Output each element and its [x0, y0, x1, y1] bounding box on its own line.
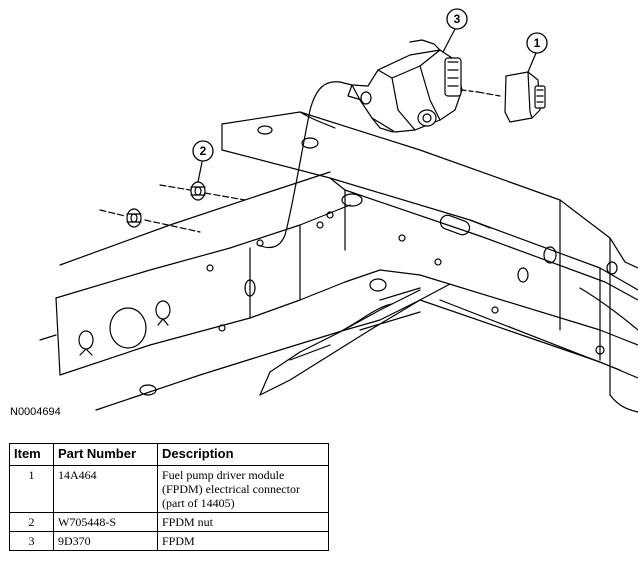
row-description: FPDM	[157, 531, 329, 551]
description-line: FPDM nut	[162, 515, 214, 529]
row-description: FPDM nut	[157, 512, 329, 532]
header-description: Description	[157, 443, 329, 466]
table-row: 2 W705448-S FPDM nut	[9, 512, 329, 532]
callout-1-label: 1	[534, 36, 541, 50]
description-line: (part of 14405)	[162, 496, 235, 510]
frame-right-rail	[559, 199, 638, 413]
header-part-number: Part Number	[53, 443, 158, 466]
header-item: Item	[9, 443, 54, 466]
stud-assembly-left	[99, 208, 201, 233]
callout-leaders	[197, 28, 537, 183]
parts-table: Item Part Number Description 1 14A464 Fu…	[9, 443, 329, 551]
row-item: 3	[9, 531, 54, 551]
table-row: 1 14A464 Fuel pump driver module (FPDM) …	[9, 465, 329, 513]
fpdm-module	[347, 39, 479, 133]
fpdm-connector	[477, 71, 546, 123]
callout-3-label: 3	[454, 12, 461, 26]
row-part-number: 9D370	[53, 531, 158, 551]
callout-3: 3	[446, 8, 468, 30]
description-line: FPDM	[162, 534, 195, 548]
row-description: Fuel pump driver module (FPDM) electrica…	[157, 465, 329, 513]
description-line: (FPDM) electrical connector	[162, 482, 300, 496]
frame-crossmember	[221, 111, 638, 331]
description-line: Fuel pump driver module	[162, 468, 285, 482]
row-item: 2	[9, 512, 54, 532]
exploded-view-diagram: 1 2 3	[39, 8, 638, 413]
frame-side-rail	[39, 171, 451, 411]
callout-2: 2	[192, 140, 214, 162]
callout-1: 1	[526, 32, 548, 54]
nut-2-assembly	[159, 181, 246, 201]
callout-2-label: 2	[200, 144, 207, 158]
row-item: 1	[9, 465, 54, 513]
wire-harness	[257, 81, 353, 249]
table-row: 3 9D370 FPDM	[9, 531, 329, 551]
figure-id: N0004694	[10, 406, 61, 418]
frame-holes	[78, 125, 618, 396]
table-header-row: Item Part Number Description	[9, 443, 329, 466]
row-part-number: 14A464	[53, 465, 158, 513]
row-part-number: W705448-S	[53, 512, 158, 532]
